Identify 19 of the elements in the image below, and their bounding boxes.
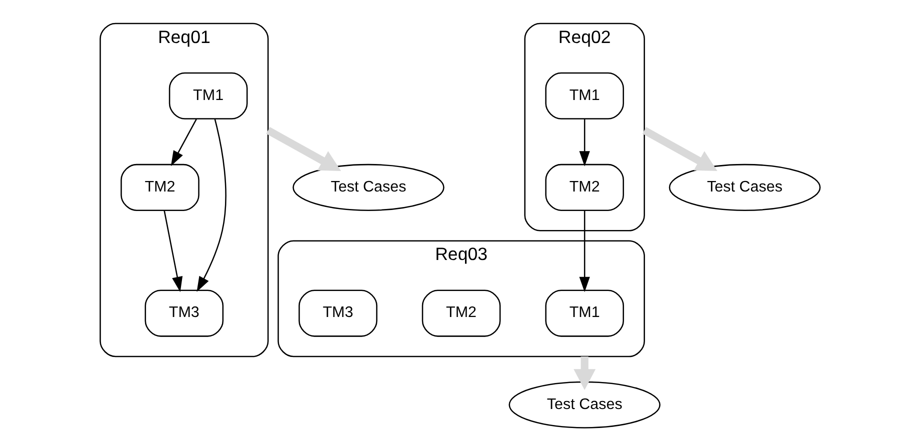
node-ellipse: Test Cases: [668, 164, 821, 211]
node-box: TM1: [545, 72, 624, 120]
arrow: [579, 210, 590, 292]
node-ellipse: Test Cases: [292, 164, 444, 211]
arrow: [266, 127, 342, 171]
node-ellipse: Test Cases: [508, 381, 660, 428]
node-box: TM1: [168, 72, 248, 120]
node-box: TM2: [545, 164, 624, 211]
arrow: [574, 356, 596, 390]
node-box: TM2: [422, 290, 501, 337]
arrow: [579, 119, 590, 166]
arrow: [164, 210, 183, 292]
node-box: TM2: [120, 164, 200, 211]
node-box: TM3: [298, 290, 378, 337]
arrow: [196, 119, 226, 292]
arrow: [642, 127, 718, 171]
node-box: TM3: [144, 290, 224, 337]
arrow: [170, 118, 197, 166]
node-box: TM1: [545, 290, 624, 337]
